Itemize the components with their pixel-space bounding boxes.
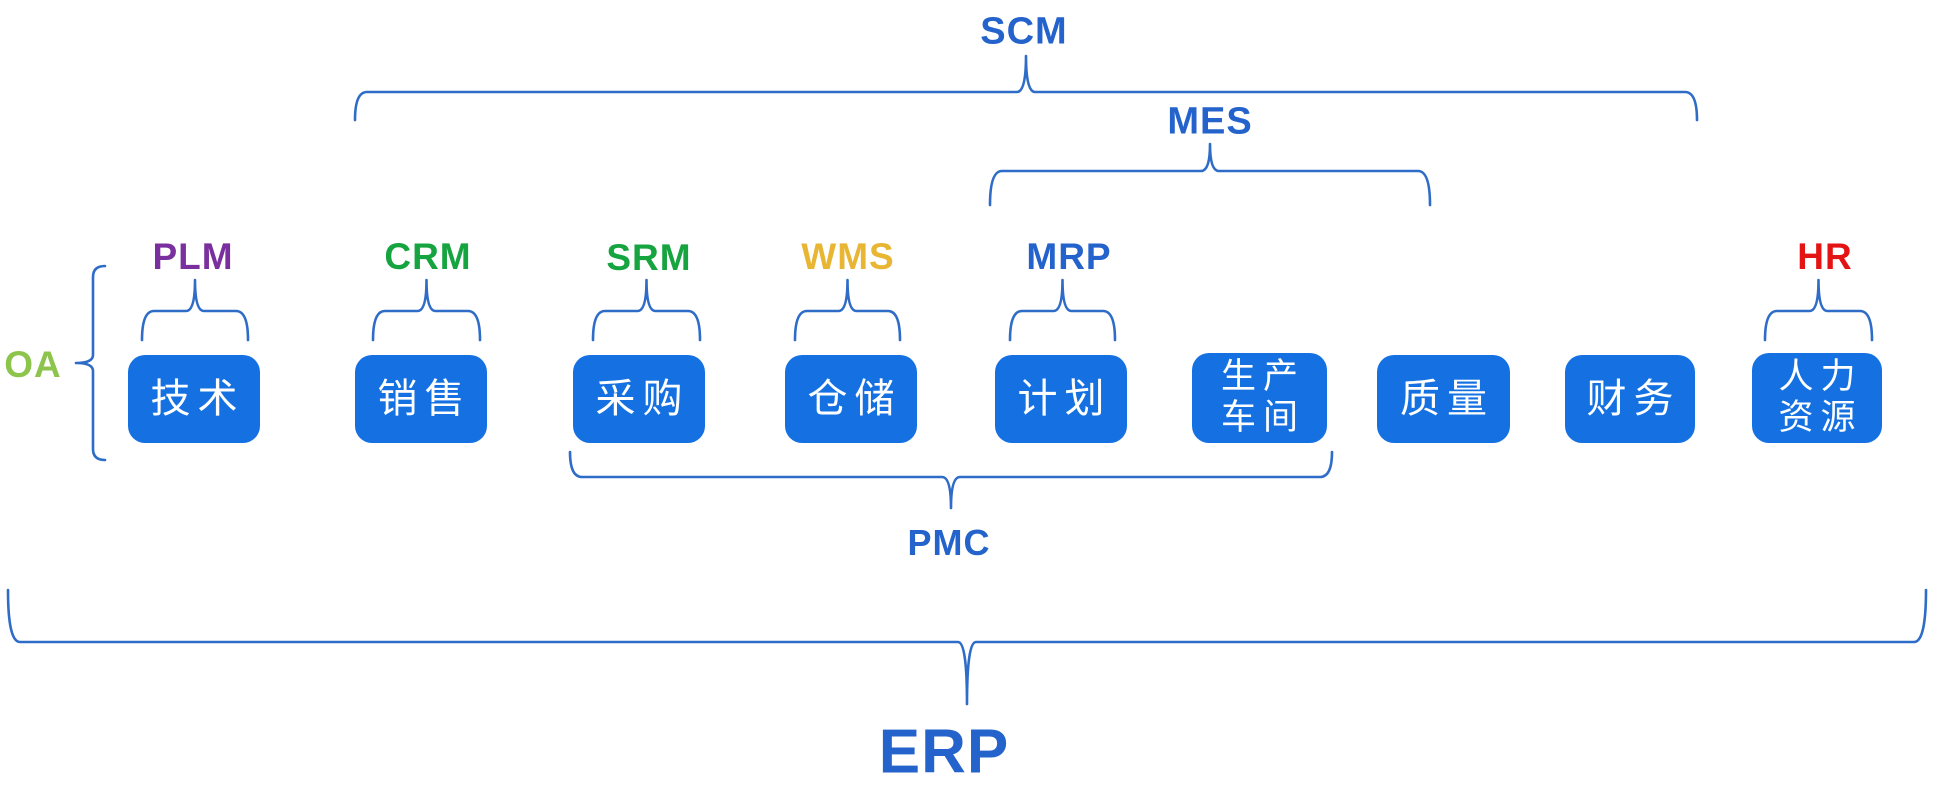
srm-brace bbox=[591, 278, 702, 342]
scm-brace bbox=[353, 54, 1699, 122]
label-oa: OA bbox=[4, 344, 62, 385]
box-procurement: 采购 bbox=[573, 355, 705, 443]
oa-brace bbox=[74, 264, 107, 462]
hr-brace bbox=[1763, 278, 1874, 342]
box-finance-text: 财务 bbox=[1586, 376, 1681, 421]
pmc-brace bbox=[568, 450, 1334, 510]
box-production-workshop-text: 生产 bbox=[1220, 357, 1305, 397]
box-procurement-text: 采购 bbox=[595, 376, 690, 421]
box-technology-text: 技术 bbox=[150, 376, 245, 421]
box-finance: 财务 bbox=[1565, 355, 1695, 443]
box-technology: 技术 bbox=[128, 355, 260, 443]
box-planning-text: 计划 bbox=[1017, 376, 1112, 421]
box-sales-text: 销售 bbox=[377, 376, 472, 421]
box-warehouse-text: 仓储 bbox=[807, 376, 902, 421]
label-mrp: MRP bbox=[1026, 236, 1112, 277]
label-wms: WMS bbox=[801, 236, 895, 277]
label-hr: HR bbox=[1797, 236, 1853, 277]
plm-brace bbox=[140, 278, 250, 342]
crm-brace bbox=[371, 278, 482, 342]
box-production-workshop: 生产车间 bbox=[1192, 353, 1327, 443]
box-sales: 销售 bbox=[355, 355, 487, 443]
wms-brace bbox=[793, 278, 902, 342]
box-production-workshop-text: 车间 bbox=[1220, 398, 1305, 437]
box-human-resources-text: 人力 bbox=[1778, 357, 1863, 397]
box-human-resources: 人力资源 bbox=[1752, 353, 1882, 443]
box-warehouse: 仓储 bbox=[785, 355, 917, 443]
label-crm: CRM bbox=[384, 236, 472, 277]
label-pmc: PMC bbox=[907, 522, 991, 563]
box-human-resources-text: 资源 bbox=[1778, 398, 1863, 437]
label-srm: SRM bbox=[606, 237, 692, 278]
label-erp: ERP bbox=[878, 717, 1010, 787]
label-plm: PLM bbox=[152, 236, 234, 277]
mes-brace bbox=[988, 142, 1432, 207]
label-scm: SCM bbox=[980, 10, 1068, 53]
box-quality: 质量 bbox=[1377, 355, 1510, 443]
box-quality-text: 质量 bbox=[1400, 376, 1494, 421]
label-mes: MES bbox=[1167, 100, 1253, 143]
box-planning: 计划 bbox=[995, 355, 1127, 443]
erp-brace bbox=[6, 588, 1928, 706]
mrp-brace bbox=[1008, 278, 1117, 342]
